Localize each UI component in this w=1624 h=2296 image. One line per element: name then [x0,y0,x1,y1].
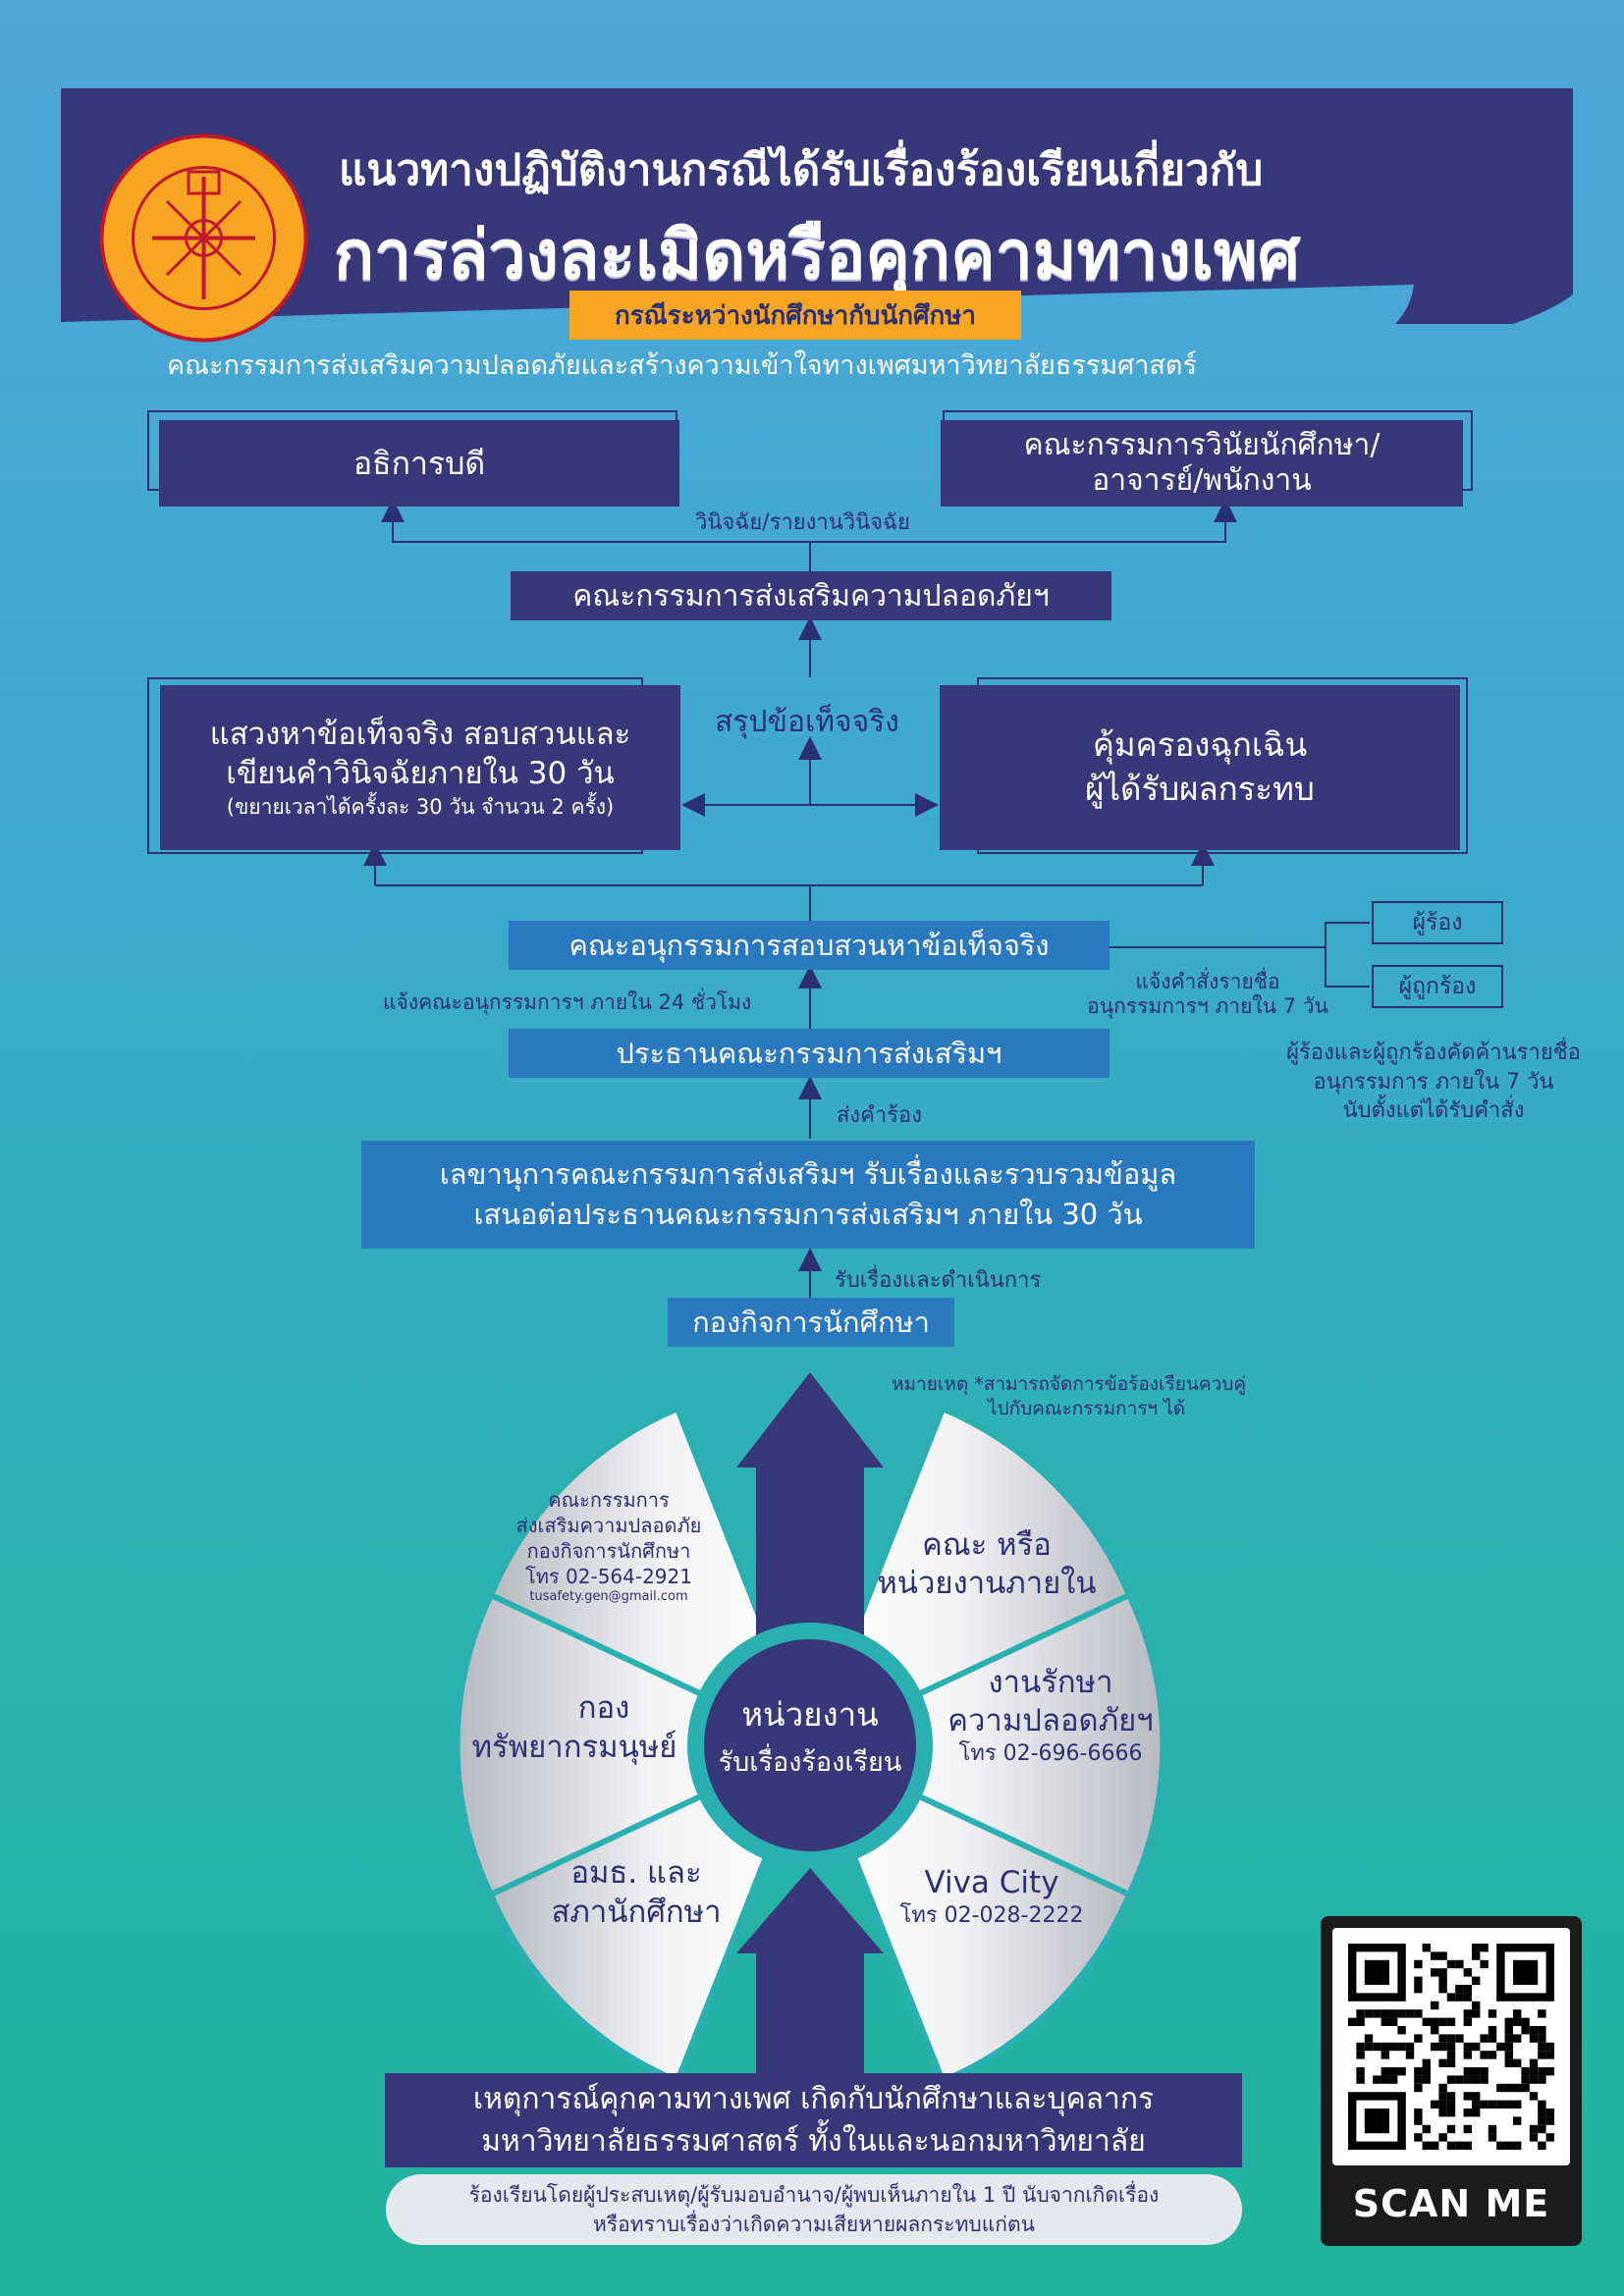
notify-sub-label: แจ้งคณะอนุกรรมการฯ ภายใน 24 ชั่วโมง [383,990,752,1014]
subcommittee-box: คณะอนุกรรมการสอบสวนหาข้อเท็จจริง [509,921,1110,970]
protect-line-1: คุ้มครองฉุกเฉิน [1092,725,1308,765]
complainant-box: ผู้ร้อง [1372,901,1503,944]
secretary-box: เลขานุการคณะกรรมการส่งเสริมฯ รับเรื่องแล… [361,1141,1255,1249]
seg-ml-line-2: ทรัพยากรมนุษย์ [471,1730,677,1766]
notify-names-label: แจ้งคำสั่งรายชื่อ อนุกรรมการฯ ภายใน 7 วั… [1070,970,1345,1019]
university-seal [98,133,309,344]
complainant-label: ผู้ร้อง [1412,910,1463,935]
qr-code[interactable] [1332,1928,1570,2165]
filing-pill: ร้องเรียนโดยผู้ประสบเหตุ/ผู้รับมอบอำนาจ/… [386,2174,1242,2245]
seg-tl-line-1: คณะกรรมการ [548,1488,670,1512]
protect-box: คุ้มครองฉุกเฉิน ผู้ได้รับผลกระทบ [940,685,1460,850]
scan-me-text: SCAN ME [1352,2182,1550,2225]
seg-br-line-1: Viva City [924,1865,1059,1900]
seg-bl-text: อมธ. และ สภานักศึกษา [538,1853,734,1933]
send-label: ส่งคำร้อง [837,1103,923,1128]
note-line-1: หมายเหตุ *สามารถจัดการข้อร้องเรียนควบคู่ [892,1373,1247,1395]
secretary-line-2: เสนอต่อประธานคณะกรรมการส่งเสริมฯ ภายใน 3… [473,1198,1143,1231]
summary-label: สรุปข้อเท็จจริง [715,705,899,739]
respondent-label: ผู้ถูกร้อง [1398,974,1477,999]
header-banner [61,88,1573,324]
receive-label: รับเรื่องและดำเนินการ [835,1268,1042,1293]
qr-pattern [1348,1944,1554,2150]
protect-line-2: ผู้ได้รับผลกระทบ [1085,770,1315,808]
discipline-box: คณะกรรมการวินัยนักศึกษา/ อาจารย์/พนักงาน [941,420,1463,507]
seg-tl-line-5: tusafety.gen@gmail.com [529,1589,688,1604]
seg-mr-text: งานรักษา ความปลอดภัยฯ โทร 02-696-6666 [933,1664,1168,1767]
note-line-2: ไปกับคณะกรรมการฯ ได้ [988,1397,1186,1419]
seg-tl-line-3: กองกิจการนักศึกษา [526,1539,691,1563]
investigate-line-3: (ขยายเวลาได้ครั้งละ 30 วัน จำนวน 2 ครั้ง… [226,794,615,819]
wheel-center [704,1639,916,1851]
subcommittee-label: คณะอนุกรรมการสอบสวนหาข้อเท็จจริง [568,929,1050,962]
objection-line-3: นับตั้งแต่ได้รับคำสั่ง [1342,1098,1525,1124]
wheel-center-line-1: หน่วยงาน [741,1695,879,1734]
seg-ml-text: กอง ทรัพยากรมนุษย์ [457,1688,692,1768]
seg-tr-line-1: คณะ หรือ [922,1527,1052,1563]
incident-line-2: มหาวิทยาลัยธรรมศาสตร์ ทั้งในและนอกมหาวิท… [481,2124,1146,2159]
rector-box: อธิการบดี [159,420,679,507]
wheel-segment-mid-left [454,1591,818,1898]
rector-label: อธิการบดี [352,444,486,482]
notify-names-line-1: แจ้งคำสั่งรายชื่อ [1135,970,1280,993]
scan-me-label: SCAN ME [1321,2173,1582,2234]
investigate-box: แสวงหาข้อเท็จจริง สอบสวนและ เขียนคำวินิจ… [160,685,680,850]
qr-card: SCAN ME [1321,1916,1582,2246]
objection-line-1: ผู้ร้องและผู้ถูกร้องคัดค้านรายชื่อ [1286,1041,1581,1065]
seg-tr-line-2: หน่วยงานภายใน [877,1565,1097,1601]
seg-tl-line-2: ส่งเสริมความปลอดภัย [515,1514,702,1537]
safety-committee-label: คณะกรรมการส่งเสริมความปลอดภัยฯ [572,578,1050,614]
incident-box: เหตุการณ์คุกคามทางเพศ เกิดกับนักศึกษาและ… [385,2073,1242,2167]
seg-ml-line-1: กอง [577,1690,630,1726]
title-line-2: การล่วงละเมิดหรือคุกคามทางเพศ [334,217,1301,294]
seg-tl-text: คณะกรรมการ ส่งเสริมความปลอดภัย กองกิจการ… [511,1487,707,1606]
notify-names-line-2: อนุกรรมการฯ ภายใน 7 วัน [1087,994,1328,1019]
respondent-box: ผู้ถูกร้อง [1372,965,1503,1008]
investigate-line-1: แสวงหาข้อเท็จจริง สอบสวนและ [209,717,631,753]
student-affairs-label: กองกิจการนักศึกษา [692,1306,930,1339]
header-banner-shape [61,88,1573,324]
seg-br-line-2: โทร 02-028-2222 [899,1903,1084,1929]
wheel-segment-mid-right [802,1591,1166,1898]
seg-mr-line-1: งานรักษา [988,1665,1113,1700]
filing-line-1: ร้องเรียนโดยผู้ประสบเหตุ/ผู้รับมอบอำนาจ/… [468,2182,1160,2207]
case-tag-text: กรณีระหว่างนักศึกษากับนักศึกษา [614,300,977,331]
safety-committee-box: คณะกรรมการส่งเสริมความปลอดภัยฯ [511,571,1111,620]
filing-line-2: หรือทราบเรื่องว่าเกิดความเสียหายผลกระทบแ… [593,2213,1035,2236]
student-affairs-box: กองกิจการนักศึกษา [668,1298,954,1347]
secretary-line-1: เลขานุการคณะกรรมการส่งเสริมฯ รับเรื่องแล… [439,1157,1177,1192]
investigate-line-2: เขียนคำวินิจฉัยภายใน 30 วัน [226,756,615,792]
seg-mr-line-2: ความปลอดภัยฯ [947,1702,1154,1738]
seg-br-text: Viva City โทร 02-028-2222 [884,1863,1100,1931]
wheel-center-text: หน่วยงาน รับเรื่องร้องเรียน [697,1688,923,1783]
seg-tl-line-4: โทร 02-564-2921 [525,1565,692,1588]
up-arrow-bottom [736,1868,884,2076]
discipline-line-1: คณะกรรมการวินัยนักศึกษา/ [1023,428,1380,462]
discipline-line-2: อาจารย์/พนักงาน [1092,463,1312,498]
committee-subtitle: คณะกรรมการส่งเสริมความปลอดภัยและสร้างควา… [167,350,1197,381]
seg-tr-text: คณะ หรือ หน่วยงานภายใน [869,1526,1105,1603]
verdict-label: วินิจฉัย/รายงานวินิจฉัย [695,510,910,535]
case-tag: กรณีระหว่างนักศึกษากับนักศึกษา [569,291,1021,340]
wheel-center-line-2: รับเรื่องร้องเรียน [718,1747,902,1778]
seg-mr-line-3: โทร 02-696-6666 [958,1740,1143,1766]
up-arrow-top [736,1372,884,1639]
title-line-1: แนวทางปฏิบัติงานกรณีได้รับเรื่องร้องเรีย… [339,145,1264,195]
note-label: หมายเหตุ *สามารถจัดการข้อร้องเรียนควบคู่… [892,1372,1246,1420]
seg-bl-line-1: อมธ. และ [570,1855,702,1891]
objection-line-2: อนุกรรมการ ภายใน 7 วัน [1313,1069,1554,1095]
chair-label: ประธานคณะกรรมการส่งเสริมฯ [616,1037,1002,1070]
seg-bl-line-2: สภานักศึกษา [551,1895,722,1931]
chair-box: ประธานคณะกรรมการส่งเสริมฯ [509,1029,1110,1078]
objection-label: ผู้ร้องและผู้ถูกร้องคัดค้านรายชื่อ อนุกร… [1267,1039,1600,1126]
incident-line-1: เหตุการณ์คุกคามทางเพศ เกิดกับนักศึกษาและ… [472,2081,1155,2116]
